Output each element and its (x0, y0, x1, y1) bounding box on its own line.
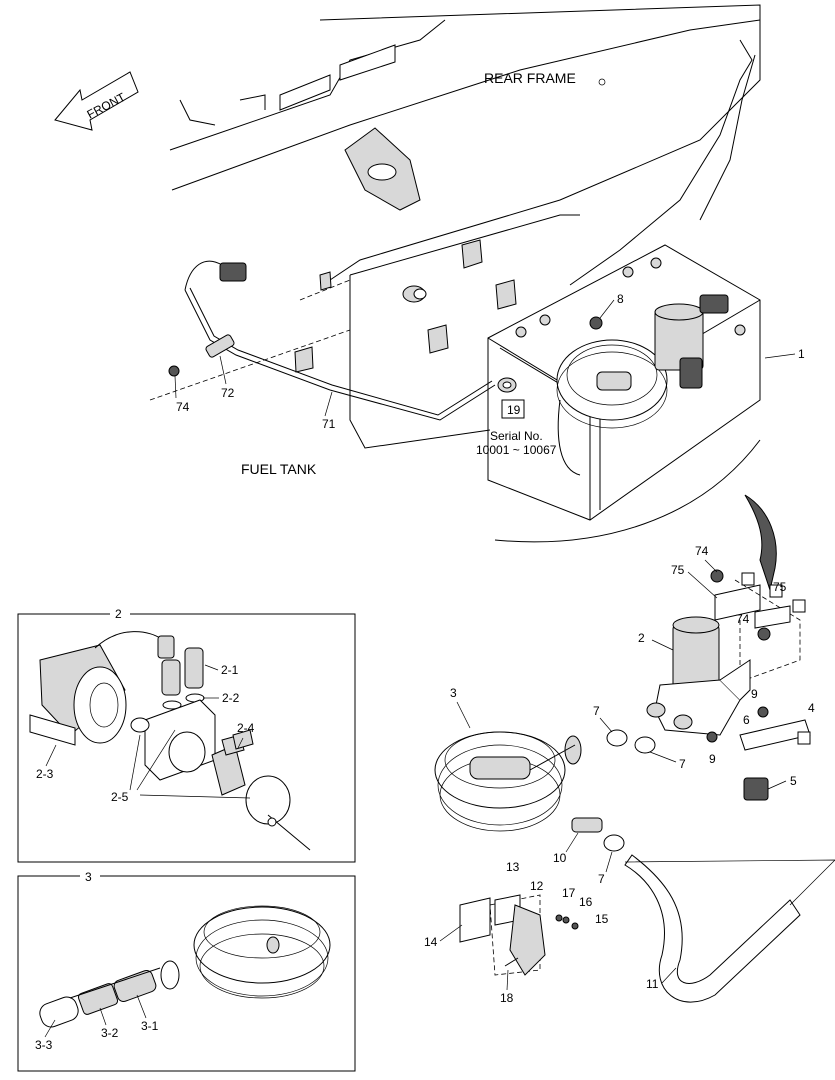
rear-frame-drawing (169, 4, 761, 286)
callout-9-a: 9 (751, 687, 758, 701)
callout-2-1: 2-1 (221, 663, 239, 677)
callout-16: 16 (579, 895, 593, 909)
rear-frame-label: REAR FRAME (484, 70, 576, 86)
callout-3: 3 (450, 686, 457, 700)
inset-2: 2 (17, 606, 356, 863)
serial-no-label: Serial No. (490, 429, 543, 443)
callout-12: 12 (530, 879, 544, 893)
inset-3-title: 3 (85, 870, 92, 884)
fuel-line-71 (168, 260, 496, 421)
callout-9-b: 9 (709, 752, 716, 766)
callout-2-5: 2-5 (111, 790, 129, 804)
callout-13: 13 (506, 860, 520, 874)
callout-2-2: 2-2 (222, 691, 240, 705)
callout-2-3: 2-3 (36, 767, 54, 781)
boxed-19-frame (501, 399, 525, 419)
callout-7-a: 7 (593, 704, 600, 718)
callout-4: 4 (808, 701, 815, 715)
callout-74-b: 74 (695, 544, 709, 558)
callout-72: 72 (221, 386, 235, 400)
callout-1: 1 (798, 347, 805, 361)
fuel-tank-label: FUEL TANK (241, 461, 317, 477)
exploded-view (434, 569, 835, 1003)
front-arrow: FRONT (54, 71, 139, 131)
callout-75-b: 75 (773, 580, 787, 594)
callout-17: 17 (562, 886, 576, 900)
callout-75-a: 75 (671, 563, 685, 577)
detail-arrow (744, 494, 777, 592)
callout-15: 15 (595, 912, 609, 926)
callout-2-4: 2-4 (237, 721, 255, 735)
callout-2: 2 (638, 631, 645, 645)
callout-18: 18 (500, 991, 514, 1005)
callout-6: 6 (743, 713, 750, 727)
filter-assembly-1 (487, 244, 761, 543)
fuel-tank-drawing (149, 214, 580, 449)
callout-3-1: 3-1 (141, 1019, 159, 1033)
callout-3-3: 3-3 (35, 1038, 53, 1052)
callout-3-2: 3-2 (101, 1026, 119, 1040)
serial-range-label: 10001 ~ 10067 (476, 443, 557, 457)
callout-10: 10 (553, 851, 567, 865)
callout-7-b: 7 (679, 757, 686, 771)
callout-74-a: 74 (176, 400, 190, 414)
inset-3: 3 (17, 868, 356, 1072)
callout-71: 71 (322, 417, 336, 431)
callout-5: 5 (790, 774, 797, 788)
callout-14: 14 (424, 935, 438, 949)
callout-74-c: 74 (736, 612, 750, 626)
callout-7-c: 7 (598, 872, 605, 886)
inset-2-title: 2 (115, 607, 122, 621)
callout-8: 8 (617, 292, 624, 306)
callout-11: 11 (646, 977, 659, 991)
callout-19: 19 (507, 403, 521, 417)
